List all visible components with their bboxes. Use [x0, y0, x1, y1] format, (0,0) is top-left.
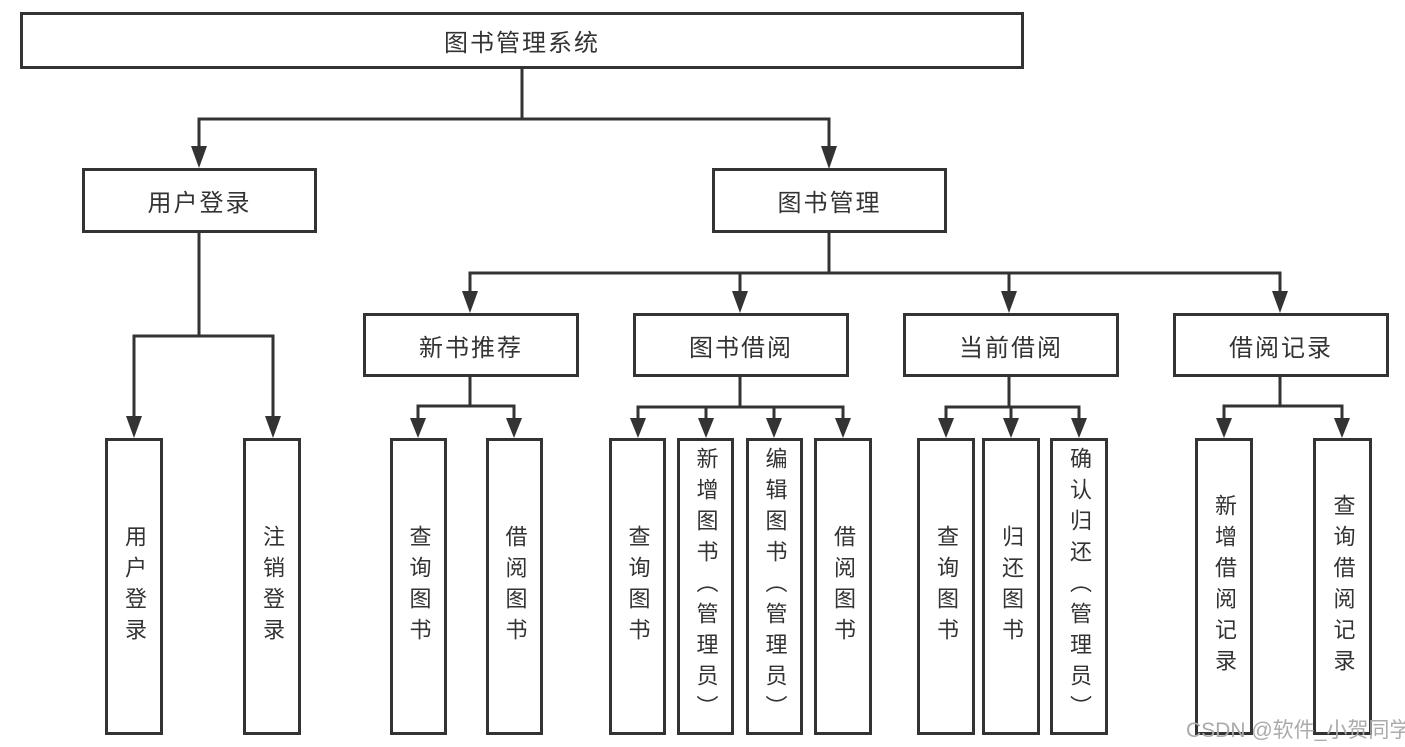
leaf-edit-book-admin-label: 编辑图书（管理员） — [762, 447, 788, 726]
leaf-add-borrow-record-label: 新增借阅记录 — [1212, 493, 1237, 680]
leaf-query-books-current-label: 查询图书 — [934, 524, 959, 649]
leaf-add-borrow-record: 新增借阅记录 — [1195, 438, 1253, 735]
leaf-query-borrow-record: 查询借阅记录 — [1313, 438, 1372, 735]
leaf-borrow-books-label: 借阅图书 — [831, 524, 856, 649]
leaf-logout: 注销登录 — [243, 438, 301, 735]
leaf-query-books-borrow: 查询图书 — [609, 438, 666, 735]
node-root-system: 图书管理系统 — [20, 12, 1024, 69]
leaf-query-books-borrow-label: 查询图书 — [625, 524, 651, 649]
leaf-query-books-recommend: 查询图书 — [390, 438, 447, 735]
node-current-borrow: 当前借阅 — [903, 313, 1119, 377]
node-book-management: 图书管理 — [712, 168, 947, 233]
leaf-query-borrow-record-label: 查询借阅记录 — [1330, 493, 1356, 680]
leaf-add-book-admin: 新增图书（管理员） — [677, 438, 734, 735]
leaf-borrow-books-recommend: 借阅图书 — [486, 438, 543, 735]
node-new-book-recommend: 新书推荐 — [363, 313, 579, 377]
leaf-user-login-label: 用户登录 — [122, 524, 147, 649]
leaf-query-books-recommend-label: 查询图书 — [406, 524, 432, 649]
leaf-borrow-books-recommend-label: 借阅图书 — [502, 524, 528, 649]
leaf-user-login: 用户登录 — [105, 438, 163, 735]
leaf-confirm-return-admin-label: 确认归还（管理员） — [1067, 447, 1092, 726]
leaf-edit-book-admin: 编辑图书（管理员） — [746, 438, 803, 735]
node-borrow-records: 借阅记录 — [1173, 313, 1389, 377]
node-user-login: 用户登录 — [82, 168, 317, 233]
leaf-query-books-current: 查询图书 — [917, 438, 975, 735]
leaf-borrow-books: 借阅图书 — [814, 438, 872, 735]
leaf-return-book: 归还图书 — [982, 438, 1040, 735]
leaf-logout-label: 注销登录 — [260, 524, 285, 649]
node-book-borrow: 图书借阅 — [633, 313, 849, 377]
leaf-confirm-return-admin: 确认归还（管理员） — [1050, 438, 1108, 735]
arrowhead-icons — [126, 146, 1350, 438]
leaf-return-book-label: 归还图书 — [999, 524, 1024, 649]
watermark: CSDN @软件_小贺同学 — [1186, 719, 1405, 742]
leaf-add-book-admin-label: 新增图书（管理员） — [693, 447, 719, 726]
